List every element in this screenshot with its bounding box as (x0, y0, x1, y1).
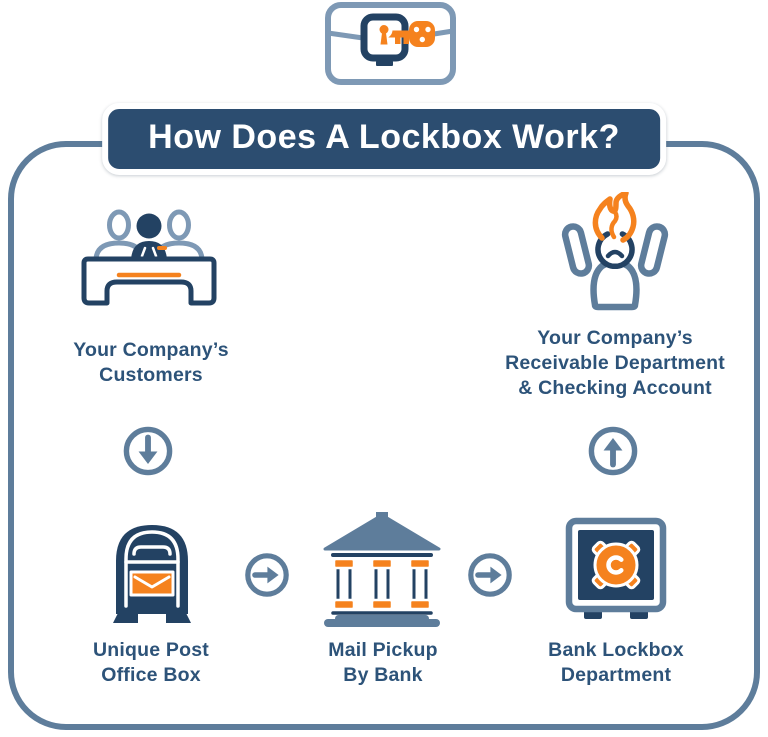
stressed-person-flaming-head-icon (550, 190, 680, 312)
receivable-label: Your Company’s Receivable Department & C… (505, 327, 725, 399)
arrow-up-circle-icon (586, 424, 640, 478)
safe-vault-icon (564, 517, 668, 623)
lockbox-with-key-icon (309, 0, 459, 96)
customers-label: Your Company’s Customers (73, 339, 229, 386)
postal-mailbox-icon (110, 519, 194, 625)
arrow-right-circle-icon (466, 551, 514, 599)
page-title: How Does A Lockbox Work? (148, 118, 620, 156)
mail-pickup-label: Mail Pickup By Bank (328, 639, 438, 686)
title-banner: How Does A Lockbox Work? (102, 103, 666, 175)
arrow-right-circle-icon (243, 551, 291, 599)
bank-building-icon (322, 512, 442, 627)
customers-at-desk-icon (79, 203, 219, 308)
arrow-down-circle-icon (121, 424, 175, 478)
post-office-label: Unique Post Office Box (93, 639, 209, 686)
lockbox-dept-label: Bank Lockbox Department (548, 639, 684, 686)
